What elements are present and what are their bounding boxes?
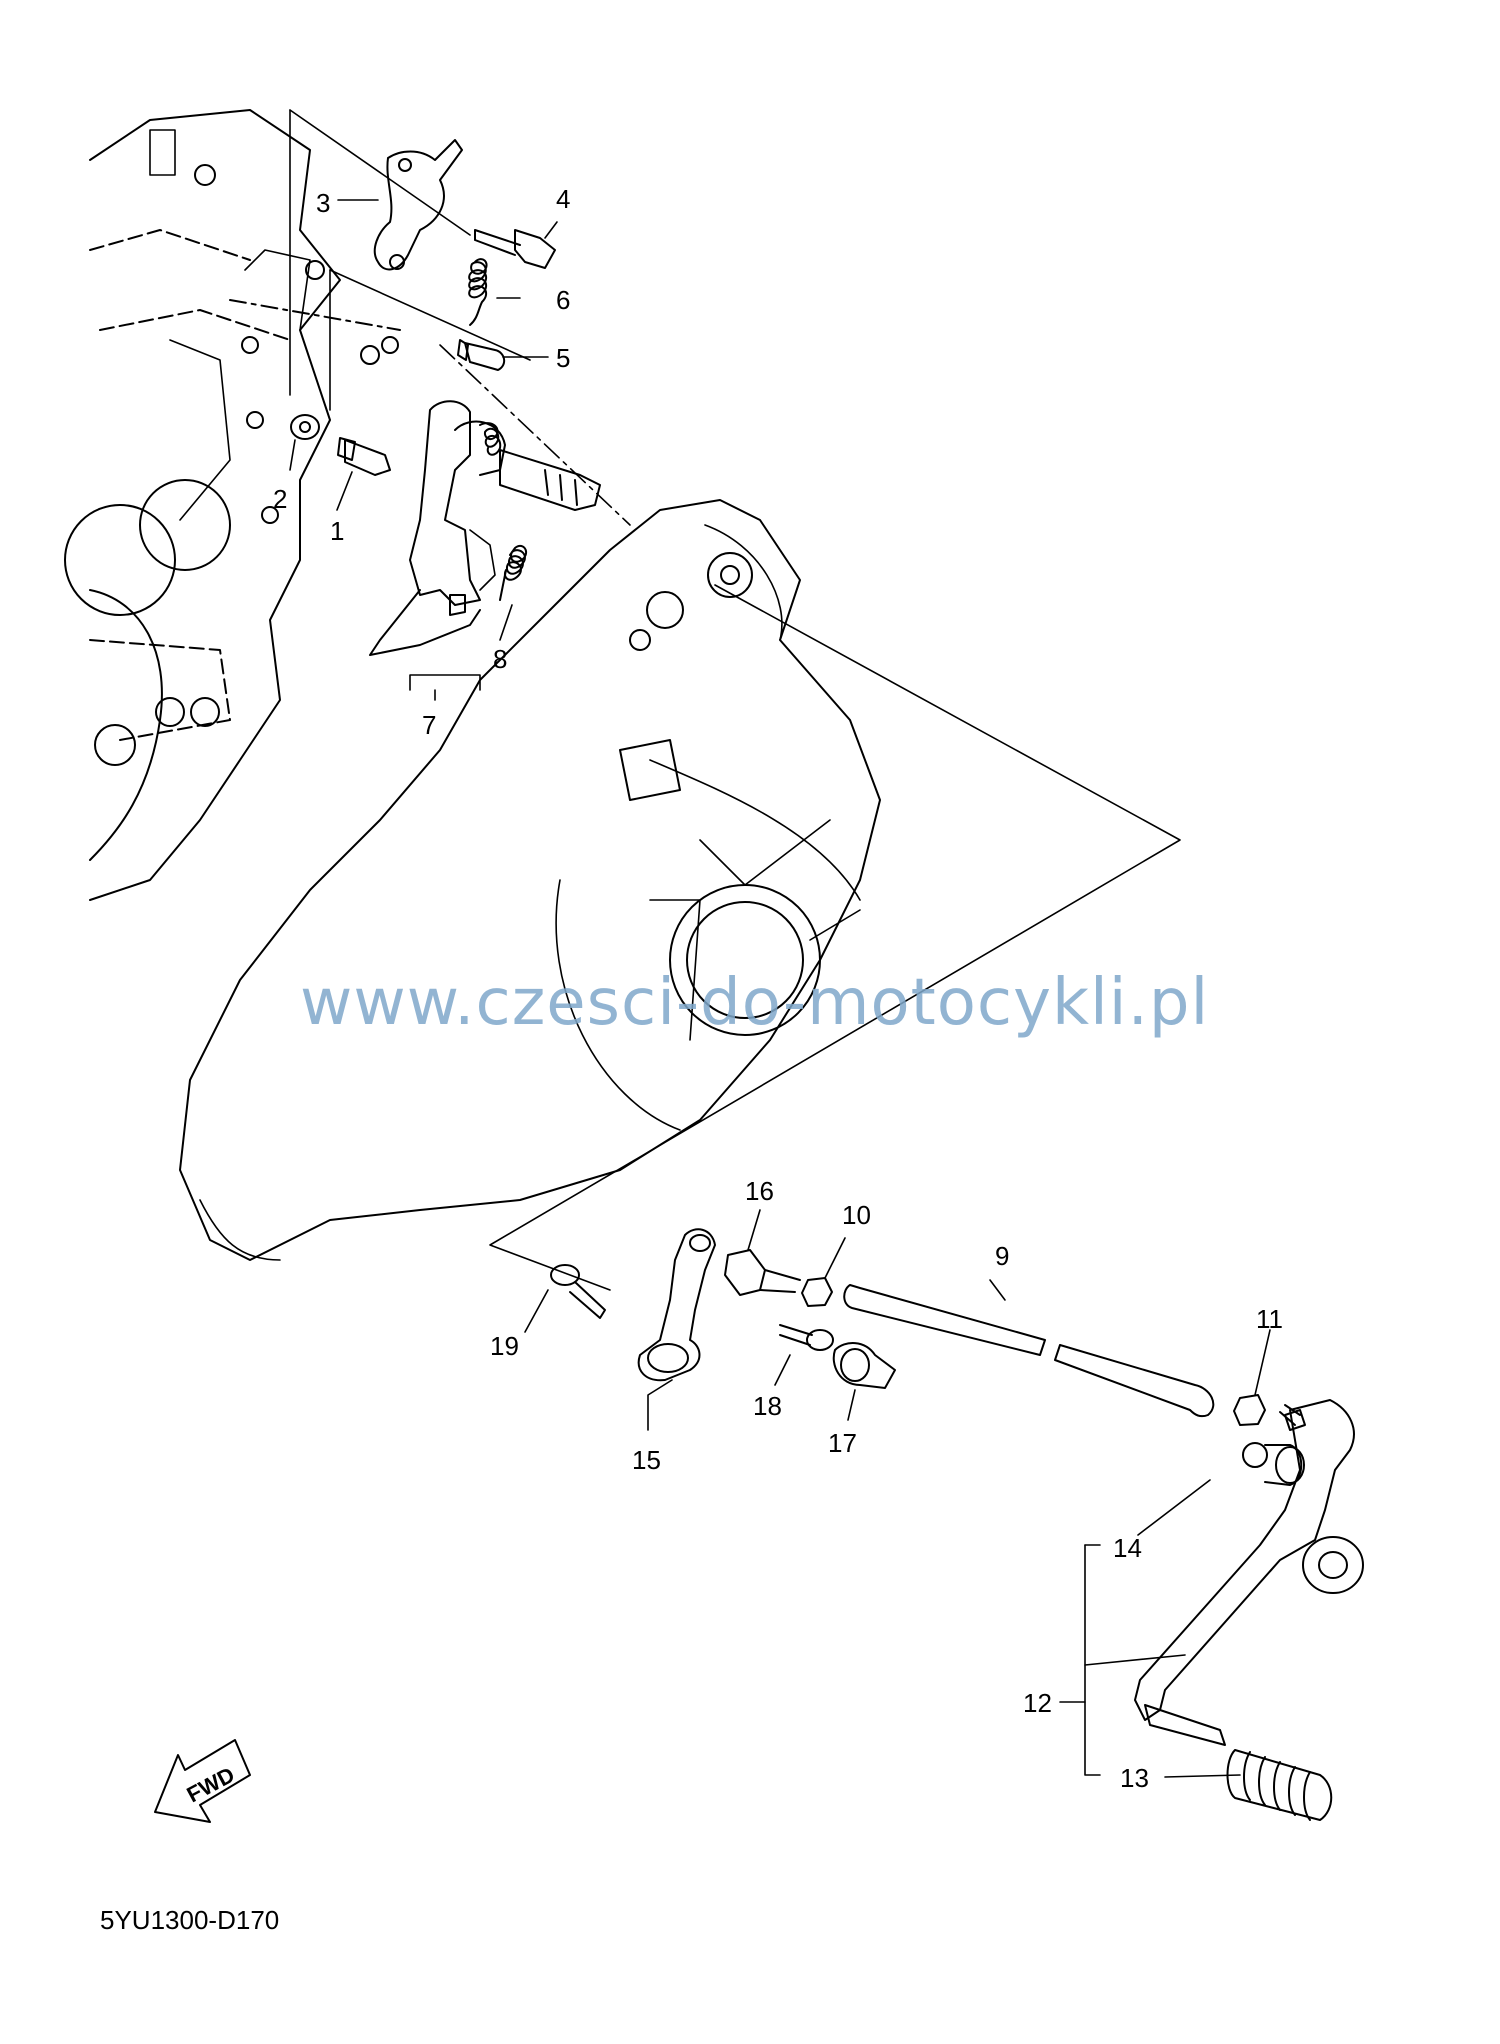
part-2-washer (290, 414, 320, 440)
callout-7: 7 (422, 710, 437, 740)
part-19-bolt (550, 1264, 606, 1319)
callout-12: 12 (1023, 1688, 1052, 1718)
part-11-nut (1233, 1394, 1266, 1426)
part-13-pedal-rubber (1226, 1749, 1333, 1821)
part-1-stud-bolt (337, 437, 391, 476)
callout-6: 6 (556, 285, 571, 315)
callout-16: 16 (745, 1176, 774, 1206)
part-12-shift-pedal (1134, 1399, 1364, 1746)
callout-2: 2 (273, 484, 288, 514)
part-15-shift-arm (637, 1228, 716, 1382)
part-4-bolt (474, 229, 556, 269)
callout-15: 15 (632, 1445, 661, 1475)
callout-10: 10 (842, 1200, 871, 1230)
part-6-spring (468, 258, 488, 326)
crankcase-outline (64, 109, 401, 901)
fwd-arrow-icon (154, 1739, 251, 1823)
part-17-cap (832, 1342, 896, 1389)
callout-1: 1 (330, 516, 345, 546)
diagram-code: 5YU1300-D170 (100, 1905, 280, 1935)
part-16-joint (724, 1249, 801, 1296)
callout-5: 5 (556, 343, 571, 373)
part-8-spring (499, 544, 528, 601)
callout-9: 9 (995, 1241, 1010, 1271)
callout-4: 4 (556, 184, 571, 214)
callout-17: 17 (828, 1428, 857, 1458)
part-7-shift-shaft (369, 400, 601, 656)
part-14-collar (1242, 1442, 1305, 1486)
part-3-shift-arm (373, 139, 463, 271)
leader-lines (289, 199, 1271, 1778)
part-9-shift-rod (843, 1284, 1215, 1418)
part-10-nut (801, 1277, 833, 1307)
callout-13: 13 (1120, 1763, 1149, 1793)
callout-11: 11 (1256, 1304, 1283, 1334)
callout-3: 3 (316, 188, 331, 218)
watermark: www.czesci-do-motocykli.pl (300, 966, 1210, 1040)
part-18-bolt (779, 1324, 834, 1351)
reference-lines (289, 109, 1181, 1291)
part-5-pin (457, 339, 506, 371)
callout-8: 8 (493, 644, 508, 674)
clutch-cover-outline (179, 499, 881, 1261)
callout-14: 14 (1113, 1533, 1142, 1563)
fwd-label: FWD (183, 1762, 239, 1808)
callout-19: 19 (490, 1331, 519, 1361)
callout-18: 18 (753, 1391, 782, 1421)
